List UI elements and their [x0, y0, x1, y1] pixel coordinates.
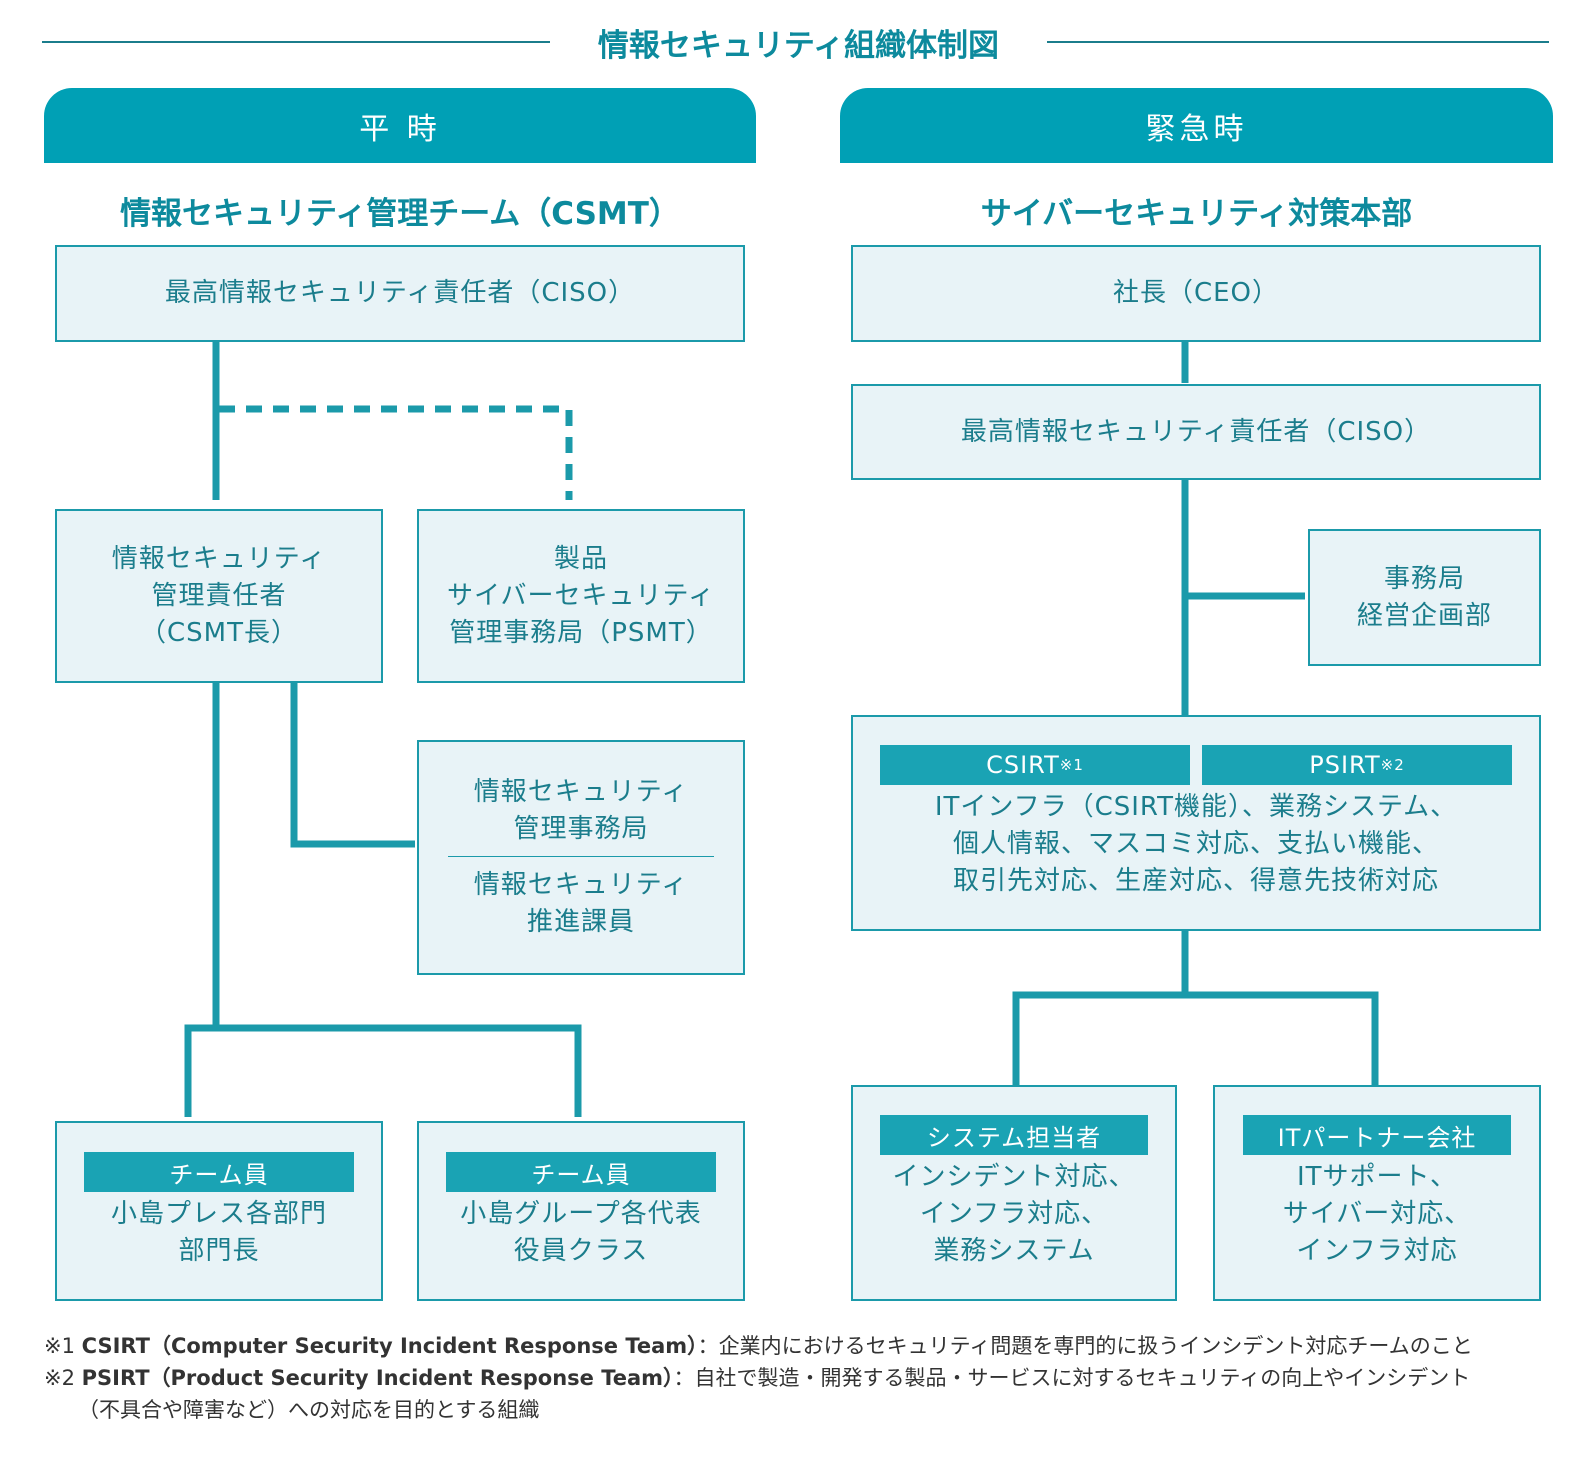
- psirt-ribbon: PSIRT※2: [1202, 745, 1512, 785]
- footnote-1: ※1 CSIRT（Computer Security Incident Resp…: [44, 1330, 1473, 1360]
- footnote-2: ※2 PSIRT（Product Security Incident Respo…: [44, 1362, 1470, 1392]
- box-text: 製品: [553, 543, 608, 574]
- box-text: 管理事務局: [513, 814, 649, 844]
- box-text: 最高情報セキュリティ責任者（CISO）: [960, 416, 1432, 447]
- csirt-note-mark: ※1: [1059, 756, 1084, 774]
- team-member-box-2: チーム員 小島グループ各代表 役員クラス: [417, 1121, 745, 1301]
- csmt-head-box: 情報セキュリティ 管理責任者 （CSMT長）: [55, 509, 383, 683]
- team-member-box-1: チーム員 小島プレス各部門 部門長: [55, 1121, 383, 1301]
- system-staff-ribbon: システム担当者: [880, 1115, 1148, 1155]
- right-ciso-box: 最高情報セキュリティ責任者（CISO）: [851, 384, 1541, 480]
- system-staff-box: システム担当者 インシデント対応、 インフラ対応、 業務システム: [851, 1085, 1177, 1301]
- box-text: 事務局: [1383, 563, 1465, 594]
- sirt-box: CSIRT※1 PSIRT※2 ITインフラ（CSIRT機能）、業務システム、 …: [851, 715, 1541, 931]
- box-text: 情報セキュリティ: [111, 543, 327, 574]
- box-divider: [448, 856, 714, 857]
- box-text: インフラ対応: [1296, 1236, 1458, 1266]
- member-ribbon: チーム員: [446, 1152, 716, 1192]
- csirt-ribbon: CSIRT※1: [880, 745, 1190, 785]
- box-text: サイバーセキュリティ: [447, 580, 715, 611]
- footnote-term: CSIRT（Computer Security Incident Respons…: [81, 1334, 698, 1358]
- box-text: 情報セキュリティ: [473, 870, 689, 900]
- left-ciso-box: 最高情報セキュリティ責任者（CISO）: [55, 245, 745, 342]
- psirt-note-mark: ※2: [1380, 756, 1405, 774]
- ceo-box: 社長（CEO）: [851, 245, 1541, 342]
- psirt-label: PSIRT: [1309, 751, 1381, 779]
- box-text: 管理責任者: [151, 580, 287, 611]
- box-text: 個人情報、マスコミ対応、支払い機能、: [952, 829, 1439, 859]
- box-text: 最高情報セキュリティ責任者（CISO）: [164, 278, 636, 308]
- box-text: サイバー対応、: [1282, 1199, 1472, 1229]
- right-heading: サイバーセキュリティ対策本部: [980, 196, 1413, 232]
- tab-normal-time: 平 時: [44, 88, 756, 163]
- box-text: ITサポート、: [1296, 1162, 1458, 1192]
- box-text: 小島グループ各代表: [460, 1199, 702, 1229]
- box-text: 小島プレス各部門: [110, 1199, 327, 1229]
- footnote-mark: ※2: [44, 1366, 75, 1390]
- footnote-term: PSIRT（Product Security Incident Response…: [81, 1366, 674, 1390]
- box-text: 業務システム: [933, 1236, 1095, 1266]
- security-office-box: 情報セキュリティ 管理事務局 情報セキュリティ 推進課員: [417, 740, 745, 975]
- box-text: 取引先対応、生産対応、得意先技術対応: [952, 866, 1439, 896]
- footnote-desc: ：自社で製造・開発する製品・サービスに対するセキュリティの向上やインシデント: [673, 1366, 1471, 1390]
- it-partner-ribbon: ITパートナー会社: [1243, 1115, 1511, 1155]
- box-text: 役員クラス: [513, 1236, 649, 1266]
- box-text: （CSMT長）: [140, 617, 298, 648]
- member-ribbon: チーム員: [84, 1152, 354, 1192]
- box-text: インシデント対応、: [892, 1162, 1136, 1192]
- footnote-desc: ：企業内におけるセキュリティ問題を専門的に扱うインシデント対応チームのこと: [697, 1334, 1473, 1358]
- footnote-2-continuation: （不具合や障害など）への対応を目的とする組織: [78, 1398, 540, 1422]
- footnote-mark: ※1: [44, 1334, 75, 1358]
- box-text: 部門長: [178, 1236, 260, 1266]
- secretariat-box: 事務局 経営企画部: [1308, 529, 1541, 666]
- box-text: 推進課員: [526, 907, 635, 937]
- sirt-ribbons: CSIRT※1 PSIRT※2: [880, 745, 1512, 785]
- box-text: 経営企画部: [1356, 600, 1492, 631]
- box-text: 社長（CEO）: [1112, 278, 1280, 308]
- box-text: 管理事務局（PSMT）: [449, 617, 713, 648]
- csirt-label: CSIRT: [986, 751, 1060, 779]
- it-partner-box: ITパートナー会社 ITサポート、 サイバー対応、 インフラ対応: [1213, 1085, 1541, 1301]
- box-text: 情報セキュリティ: [473, 777, 689, 807]
- left-heading: 情報セキュリティ管理チーム（CSMT）: [120, 196, 680, 232]
- tab-emergency: 緊急時: [840, 88, 1553, 163]
- box-text: ITインフラ（CSIRT機能）、業務システム、: [934, 792, 1458, 822]
- box-text: インフラ対応、: [919, 1199, 1109, 1229]
- diagram-title: 情報セキュリティ組織体制図: [550, 20, 1047, 64]
- psmt-box: 製品 サイバーセキュリティ 管理事務局（PSMT）: [417, 509, 745, 683]
